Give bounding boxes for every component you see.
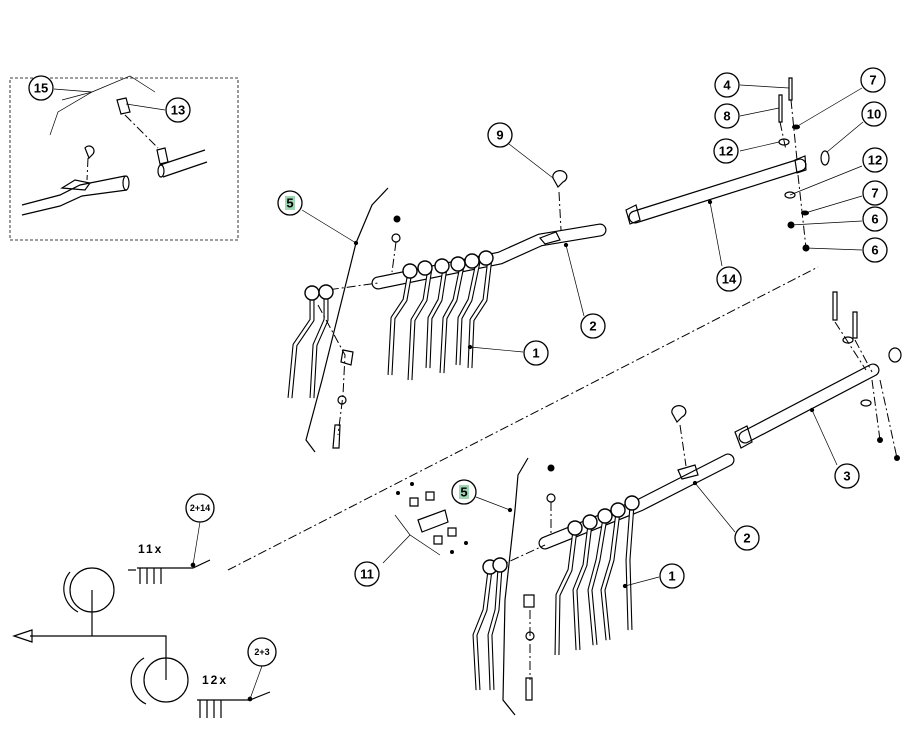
callout-2-plus-14: 2+14 <box>185 493 215 523</box>
quantity-12x: 12x <box>202 673 228 687</box>
svg-text:2: 2 <box>743 531 750 546</box>
svg-text:1: 1 <box>532 346 539 361</box>
callout-12-right: 12 <box>862 147 888 173</box>
svg-text:5: 5 <box>286 196 293 211</box>
bolt-set-12 <box>197 691 271 718</box>
svg-text:9: 9 <box>496 128 503 143</box>
svg-text:2+14: 2+14 <box>190 503 210 513</box>
svg-text:11: 11 <box>360 567 374 582</box>
svg-text:1: 1 <box>668 569 675 584</box>
svg-text:2+3: 2+3 <box>254 647 269 657</box>
center-line <box>227 266 819 571</box>
callout-7-bottom: 7 <box>862 180 888 206</box>
tines-top <box>287 250 494 399</box>
callout-2-bottom: 2 <box>734 525 760 551</box>
fasteners-top <box>317 170 568 449</box>
tine-tube-bottom <box>494 405 735 569</box>
svg-text:4: 4 <box>723 78 731 93</box>
svg-text:13: 13 <box>171 103 185 118</box>
callout-2-plus-3: 2+3 <box>247 637 277 667</box>
callout-6-upper: 6 <box>862 206 888 232</box>
callout-1-bottom: 1 <box>659 563 685 589</box>
rotor-arm-contour-bottom <box>502 457 529 716</box>
rotation-schematic: 11x 12x <box>12 542 271 718</box>
svg-text:12: 12 <box>719 144 733 159</box>
callout-15: 15 <box>28 75 54 101</box>
svg-text:15: 15 <box>34 81 48 96</box>
callout-1-top: 1 <box>523 340 549 366</box>
svg-text:3: 3 <box>843 469 850 484</box>
callout-7-top: 7 <box>860 67 886 93</box>
svg-text:8: 8 <box>723 109 730 124</box>
callout-10: 10 <box>861 101 887 127</box>
callout-4: 4 <box>714 72 740 98</box>
callout-14: 14 <box>716 266 742 292</box>
inset-detail <box>9 75 239 241</box>
svg-text:10: 10 <box>867 107 881 122</box>
callout-9: 9 <box>487 122 513 148</box>
svg-text:5: 5 <box>460 485 467 500</box>
svg-text:6: 6 <box>871 243 878 258</box>
leader-lines <box>53 84 864 702</box>
callout-6-lower: 6 <box>862 237 888 263</box>
callout-8: 8 <box>714 103 740 129</box>
callout-11: 11 <box>354 561 380 587</box>
rotor-arm-contour-top <box>305 187 389 453</box>
bolt-set-11 <box>137 559 211 584</box>
quantity-11x: 11x <box>138 542 163 556</box>
tube-14 <box>625 77 830 252</box>
svg-text:12: 12 <box>868 153 882 168</box>
callout-5-top: 5 <box>277 190 303 216</box>
callout-12-left: 12 <box>713 138 739 164</box>
svg-text:14: 14 <box>722 272 737 287</box>
svg-text:6: 6 <box>871 212 878 227</box>
callout-13: 13 <box>165 97 191 123</box>
svg-text:7: 7 <box>869 73 876 88</box>
callout-5-bottom: 5 <box>451 479 477 505</box>
svg-text:7: 7 <box>871 186 878 201</box>
kit-11-parts <box>382 482 468 564</box>
callout-2-top: 2 <box>580 313 606 339</box>
callout-3: 3 <box>834 463 860 489</box>
tines-bottom <box>472 464 640 701</box>
svg-text:2: 2 <box>589 319 596 334</box>
tube-3 <box>734 291 902 461</box>
